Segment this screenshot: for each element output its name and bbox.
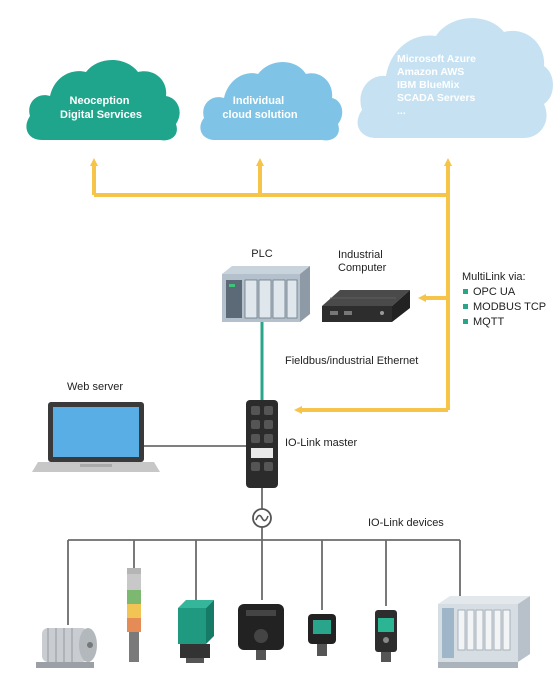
fieldbus-label: Fieldbus/industrial Ethernet bbox=[285, 355, 418, 367]
cloud-icon bbox=[357, 18, 553, 138]
cloud-label-line: Microsoft Azure bbox=[397, 53, 476, 65]
iolink-symbol-icon bbox=[252, 508, 272, 528]
signal-tower-icon bbox=[127, 568, 141, 662]
ultrasonic-sensor-icon bbox=[238, 604, 284, 660]
photoelectric-sensor-icon bbox=[375, 610, 397, 662]
cloud-connection-arrows bbox=[90, 158, 452, 414]
multilink-list: MultiLink via: OPC UA MODBUS TCP MQTT bbox=[462, 271, 546, 328]
cloud-label-line: Digital Services bbox=[60, 109, 142, 121]
neoception-cloud: Neoception Digital Services bbox=[26, 60, 180, 141]
cloud-label-line: IBM BlueMix bbox=[397, 79, 460, 91]
device-bus bbox=[67, 539, 461, 625]
industrial-computer-icon bbox=[322, 290, 410, 322]
cloud-label-line: Individual bbox=[233, 95, 284, 107]
motor-icon bbox=[36, 628, 97, 668]
industrial-computer-label-line: Computer bbox=[338, 262, 387, 274]
cloud-label-line: Amazon AWS bbox=[397, 66, 464, 78]
plc-label: PLC bbox=[251, 248, 272, 260]
industrial-computer-label-line: Industrial bbox=[338, 249, 383, 261]
cloud-label-line: Neoception bbox=[70, 95, 130, 107]
color-sensor-icon bbox=[308, 614, 336, 656]
plc-icon bbox=[222, 266, 310, 322]
sensor-icon bbox=[178, 600, 214, 663]
iolink-master-icon bbox=[246, 400, 278, 488]
svg-text:Individual cloud solutio: Individual cloud solution bbox=[222, 95, 297, 121]
cloud-label-line: cloud solution bbox=[222, 109, 297, 121]
multilink-item: OPC UA bbox=[473, 286, 516, 298]
web-server-label: Web server bbox=[67, 381, 123, 393]
bullet-icon bbox=[463, 319, 468, 324]
bullet-icon bbox=[463, 289, 468, 294]
iolink-master-label: IO-Link master bbox=[285, 437, 357, 449]
cloud-label-line: SCADA Servers bbox=[397, 92, 476, 104]
laptop-icon bbox=[32, 402, 160, 472]
bullet-icon bbox=[463, 304, 468, 309]
cloud-icon bbox=[200, 62, 343, 141]
multilink-title: MultiLink via: bbox=[462, 271, 526, 283]
iolink-devices-label: IO-Link devices bbox=[368, 517, 444, 529]
multilink-item: MODBUS TCP bbox=[473, 301, 546, 313]
valve-terminal-icon bbox=[438, 596, 530, 668]
individual-cloud: Individual cloud solution bbox=[200, 62, 343, 141]
cloud-icon bbox=[26, 60, 180, 141]
svg-text:Neoception Digital Servi: Neoception Digital Services bbox=[60, 95, 142, 121]
providers-cloud: Microsoft Azure Amazon AWS IBM BlueMix S… bbox=[357, 18, 553, 138]
cloud-label-line: ... bbox=[397, 105, 406, 117]
multilink-item: MQTT bbox=[473, 316, 504, 328]
svg-text:Microsoft Azure Amazon A: Microsoft Azure Amazon AWS IBM BlueMix S… bbox=[397, 53, 479, 117]
industrial-computer-label: Industrial Computer bbox=[338, 249, 387, 274]
